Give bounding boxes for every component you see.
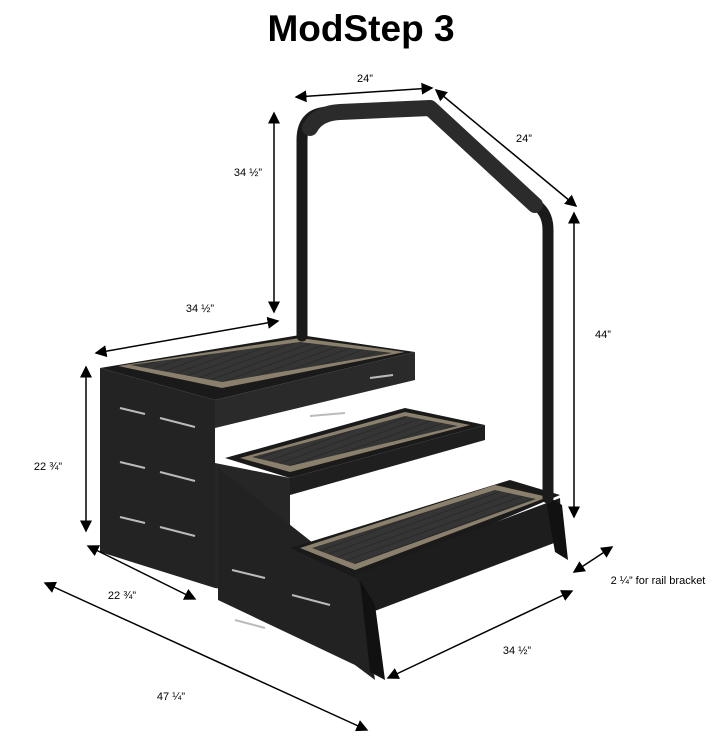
rail-top-width-label: 24” [357, 73, 373, 85]
top-tread [118, 338, 405, 388]
dimension-arrows [43, 82, 614, 732]
platform-height-label: 22 ¾” [34, 461, 62, 473]
handrail [296, 100, 554, 504]
rail-height-label: 34 ½” [234, 167, 262, 179]
base-width-label: 34 ½” [503, 645, 531, 657]
overall-depth-label: 47 ¼” [157, 691, 185, 703]
rail-bracket-label: 2 ¼” for rail bracket [611, 575, 706, 587]
total-height-label: 44” [595, 329, 611, 341]
step-unit-illustration [100, 100, 568, 680]
page-title: ModStep 3 [267, 8, 455, 49]
top-width-label: 34 ½” [186, 303, 214, 315]
platform-depth-label: 22 ¾” [108, 590, 136, 602]
rail-top-depth-label: 24” [516, 133, 532, 145]
